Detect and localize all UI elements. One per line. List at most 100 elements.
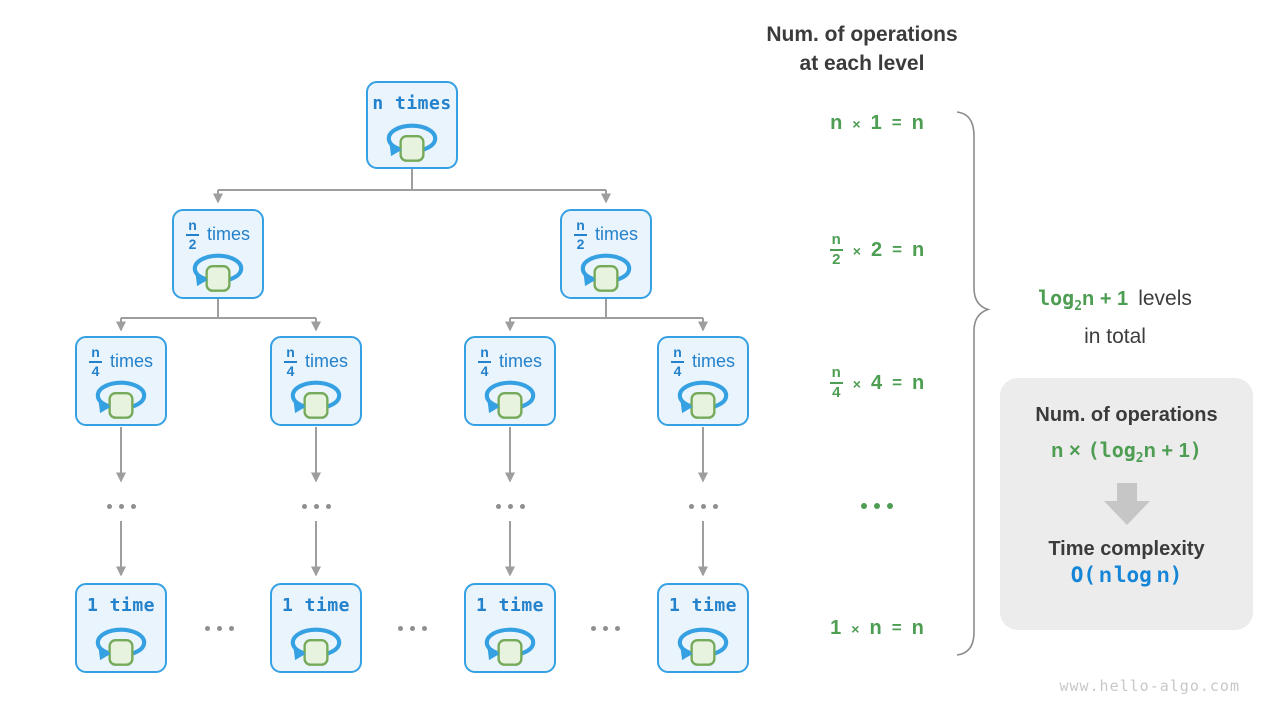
ellipsis	[565, 622, 645, 634]
fraction: n 4	[829, 364, 843, 401]
summary-box: Num. of operations n ×(log2n + 1) Time c…	[1000, 378, 1253, 630]
equation-level1: n × 1 = n	[792, 109, 962, 137]
tree-node-l3-4: n 4 times	[657, 336, 749, 426]
eq-rhs: n	[912, 238, 925, 261]
node-label: n 4 times	[670, 344, 735, 379]
eq-lhs: n	[830, 111, 843, 134]
tree-node-root: n times	[366, 81, 458, 169]
summary-title-complexity: Time complexity	[1048, 538, 1205, 560]
log-text: log	[1113, 563, 1152, 587]
fraction: n 2	[829, 231, 843, 268]
eq-rhs: n	[912, 371, 925, 394]
tree-node-l3-2: n 4 times	[270, 336, 362, 426]
fraction-denominator: 2	[185, 233, 199, 252]
fraction-numerator: n	[188, 217, 197, 233]
fraction-numerator: n	[576, 217, 585, 233]
fraction: n 4	[283, 344, 297, 379]
node-label: n 2 times	[185, 217, 250, 252]
equation-bottom: 1 × n = n	[792, 614, 962, 642]
node-label: n 2 times	[573, 217, 638, 252]
loop-icon	[288, 380, 344, 420]
fraction-numerator: n	[286, 344, 295, 360]
operations-formula: n ×(log2n + 1)	[1051, 438, 1202, 466]
tree-node-l3-1: n 4 times	[75, 336, 167, 426]
fraction-denominator: 2	[829, 249, 843, 268]
fraction-denominator: 4	[477, 360, 491, 379]
multiply-sign: ×	[852, 243, 861, 259]
equation-level3: n 4 × 4 = n	[792, 359, 962, 407]
loop-icon	[675, 380, 731, 420]
loop-icon	[482, 380, 538, 420]
log-text: log	[1038, 286, 1075, 310]
fraction-denominator: 2	[573, 233, 587, 252]
loop-icon	[384, 123, 440, 163]
fraction: n 4	[477, 345, 491, 379]
loop-icon	[93, 380, 149, 420]
tree-node-l2-2: n 2 times	[560, 209, 652, 299]
equals-sign: =	[892, 240, 903, 259]
fraction-denominator: 4	[829, 382, 843, 401]
fraction: n 2	[573, 217, 587, 252]
fraction: n 4	[88, 344, 102, 378]
times-word: times	[206, 224, 250, 245]
loop-icon	[190, 253, 246, 293]
loop-icon	[93, 627, 149, 667]
close-paren: )	[1169, 563, 1183, 587]
summary-title-operations: Num. of operations	[1035, 404, 1218, 426]
ellipsis	[276, 500, 356, 512]
fraction-numerator: n	[91, 344, 100, 360]
eq-rhs: n	[911, 111, 924, 134]
multiply-sign: ×	[852, 376, 861, 392]
equation-level2: n 2 × 2 = n	[792, 226, 962, 274]
loop-icon	[578, 253, 634, 293]
node-label: 1 time	[668, 595, 738, 616]
equation-ellipsis	[792, 500, 962, 512]
node-label: n times	[372, 93, 452, 114]
log-text: log	[1099, 438, 1136, 462]
node-label: 1 time	[475, 595, 545, 616]
node-label: n 4 times	[283, 344, 348, 379]
equals-sign: =	[891, 618, 902, 637]
eq-factor: 4	[870, 371, 883, 394]
log-subscript: 2	[1135, 451, 1144, 466]
tree-node-bottom-4: 1 time	[657, 583, 749, 673]
node-label: n 4 times	[88, 344, 153, 378]
ellipsis	[179, 622, 259, 634]
tree-node-l3-3: n 4 times	[464, 336, 556, 426]
levels-word: levels	[1138, 287, 1192, 310]
levels-line2: in total	[1084, 325, 1146, 349]
close-paren: )	[1189, 438, 1202, 462]
times-word: times	[109, 351, 153, 372]
down-arrow-icon	[1103, 483, 1150, 525]
times-word: times	[691, 351, 735, 372]
tree-node-bottom-1: 1 time	[75, 583, 167, 673]
ellipsis	[372, 622, 452, 634]
fraction-denominator: 4	[670, 360, 684, 379]
column-header-line1: Num. of operations	[766, 23, 958, 46]
column-header: Num. of operations at each level	[742, 20, 982, 78]
times-word: times	[304, 351, 348, 372]
fraction-denominator: 4	[283, 360, 297, 379]
node-label: 1 time	[86, 595, 156, 616]
node-label: n 4 times	[477, 345, 542, 379]
open-paren: O(	[1070, 563, 1097, 587]
loop-icon	[482, 627, 538, 667]
times-word: times	[594, 224, 638, 245]
times-word: times	[498, 351, 542, 372]
eq-lhs: 1	[830, 616, 842, 639]
fraction: n 4	[670, 344, 684, 379]
fraction-numerator: n	[831, 231, 841, 249]
fraction-numerator: n	[673, 344, 682, 360]
levels-expression: n + 1	[1082, 288, 1129, 310]
eq-factor: n	[869, 616, 882, 639]
formula-n-plus-1: n + 1	[1143, 440, 1190, 462]
formula-n-times: n ×	[1051, 440, 1081, 462]
loop-icon	[288, 627, 344, 667]
ellipsis	[663, 500, 743, 512]
fraction-numerator: n	[831, 364, 841, 382]
tree-node-l2-1: n 2 times	[172, 209, 264, 299]
multiply-sign: ×	[851, 621, 860, 637]
